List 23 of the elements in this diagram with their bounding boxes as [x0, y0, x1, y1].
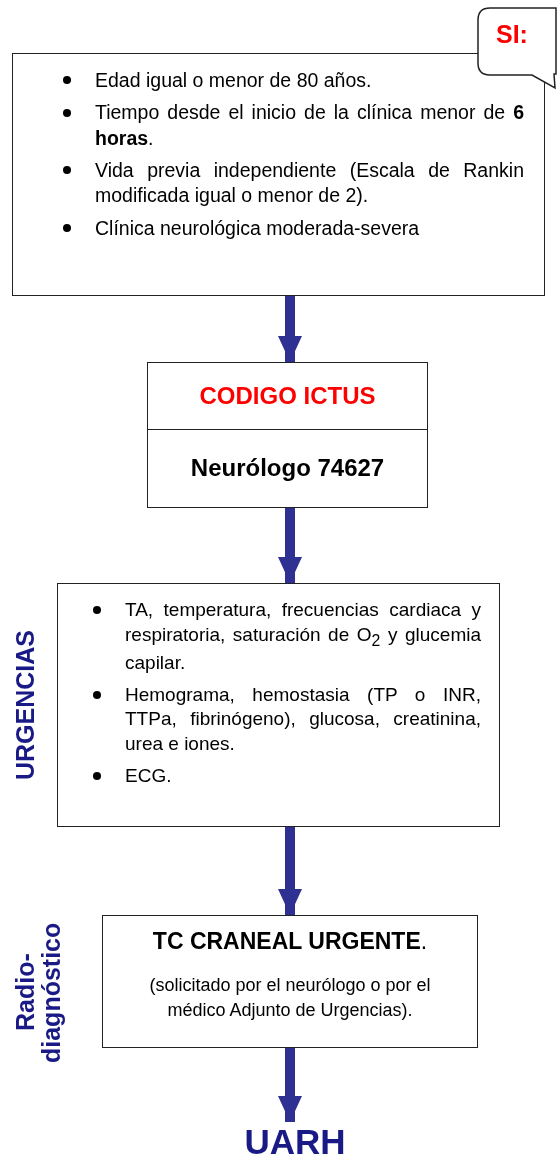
process-box	[102, 915, 478, 1048]
arrow	[278, 827, 302, 915]
bullet-item: Hemograma, hemostasia (TP o INR, TTPa, fibrinógeno), glucosa, creatinina, urea e iones.	[125, 682, 481, 757]
criteria-box	[12, 53, 545, 296]
bullet-item: TA, temperatura, frecuencias cardiaca y respiratoria, saturación de O$_{2}$ y glucemia capilar.	[125, 598, 481, 676]
bullet-item: Edad igual o menor de 80 años.	[95, 68, 373, 93]
end-label: UARH	[244, 1124, 346, 1159]
bullet-item: Clínica neurológica moderada-severa	[95, 215, 421, 241]
box-text: Neurólogo 74627	[190, 454, 385, 482]
speech-bubble: SI:	[476, 6, 559, 92]
box-text: (solicitado por el neurólogo o por el médico Adjunto de Urgencias).	[148, 974, 432, 1023]
section-label: URGENCIAS	[12, 630, 40, 780]
arrow	[278, 508, 302, 583]
box-title: CODIGO ICTUS	[199, 382, 376, 410]
arrow	[278, 296, 302, 362]
box-title: TC CRANEAL URGENTE.	[151, 928, 429, 955]
bullet-item: Tiempo desde el inicio de la clínica menor de 6 horas.	[95, 100, 524, 151]
criteria-box	[57, 583, 500, 827]
section-label: Radio- diagnóstico	[12, 921, 67, 1065]
process-box	[147, 362, 428, 508]
bullet-item: ECG.	[125, 763, 173, 788]
arrow	[278, 1048, 302, 1122]
bullet-item: Vida previa independiente (Escala de Rankin modificada igual o menor de 2).	[95, 158, 524, 209]
